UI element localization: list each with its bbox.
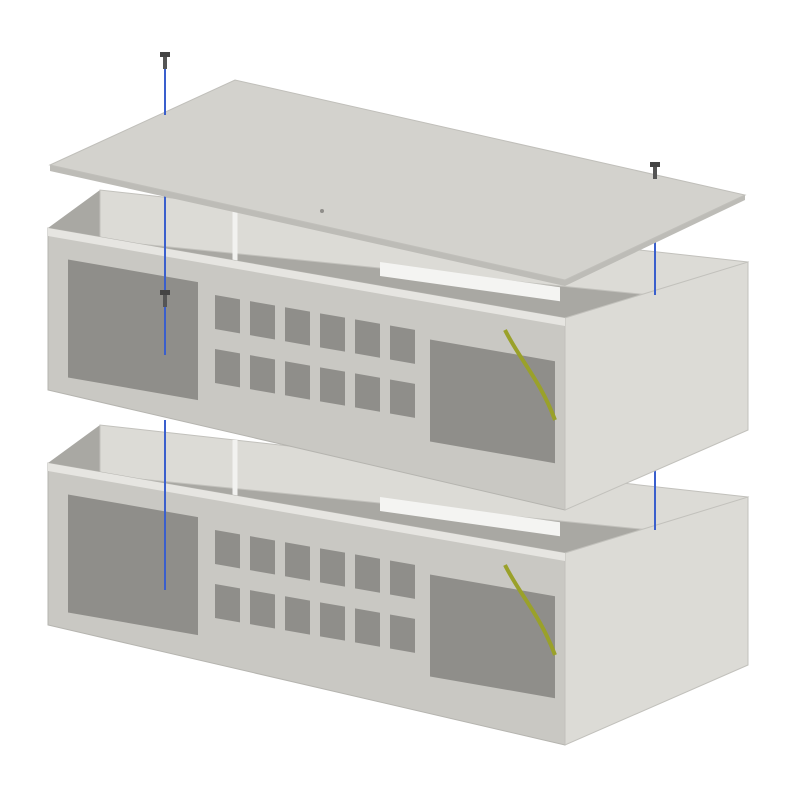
- screw-icon: [650, 162, 660, 179]
- lid-hole: [320, 209, 324, 213]
- screw-icon: [160, 290, 170, 307]
- screw-icon: [160, 52, 170, 69]
- enclosure-lid: [48, 79, 747, 281]
